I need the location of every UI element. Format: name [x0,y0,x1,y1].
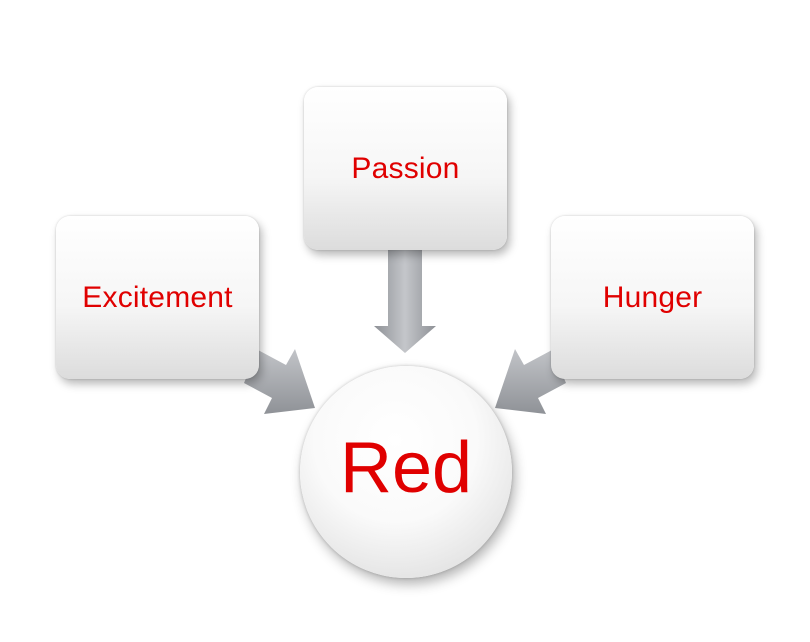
node-passion-label: Passion [351,151,460,185]
node-hunger: Hunger [551,216,754,379]
center-node-red: Red [300,366,512,578]
arrow-passion-to-red [374,248,436,353]
node-hunger-label: Hunger [602,280,703,314]
center-node-label: Red [339,428,473,508]
node-excitement-label: Excitement [82,280,233,314]
arrow-hunger-to-red [495,349,566,414]
node-passion: Passion [304,87,507,250]
arrow-excitement-to-red [244,349,315,414]
node-excitement: Excitement [56,216,259,379]
